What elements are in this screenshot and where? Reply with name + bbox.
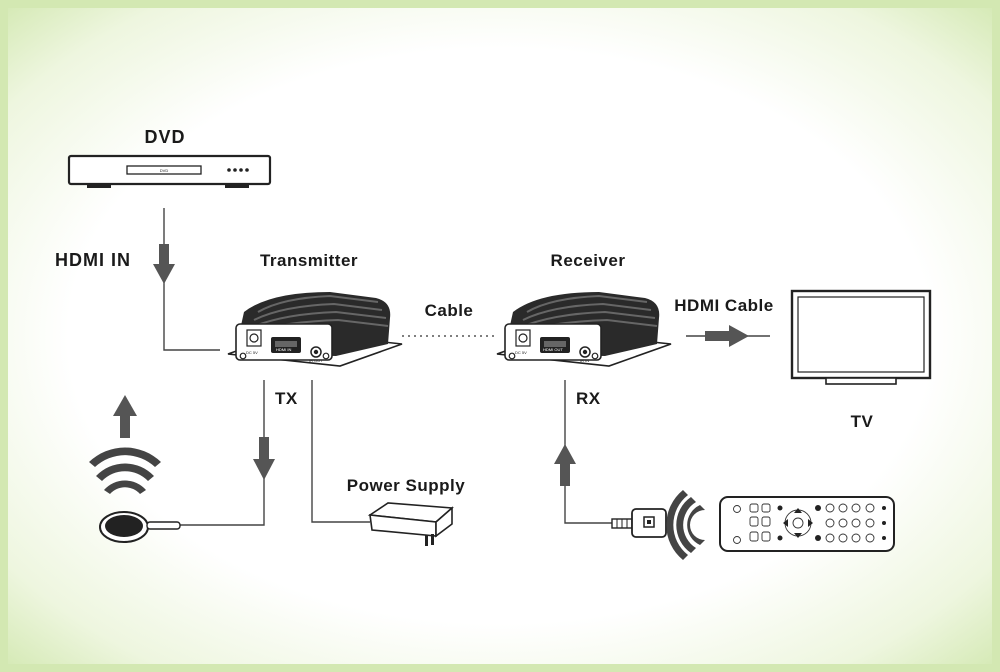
hdmi-in-arrow bbox=[153, 244, 175, 284]
connection-lines bbox=[163, 208, 770, 526]
rx-label: RX bbox=[576, 389, 601, 408]
tx-label: TX bbox=[275, 389, 298, 408]
tx-dc-text: DC 5V bbox=[246, 350, 258, 355]
tv-label: TV bbox=[851, 412, 874, 431]
wifi-signal-icon bbox=[89, 447, 161, 494]
ir-up-arrow bbox=[113, 395, 137, 438]
receiver-label: Receiver bbox=[551, 251, 626, 270]
tx-ir-text: IR OUT bbox=[309, 358, 323, 363]
receiver-device: DC 5V HDMI OUT IR IN bbox=[496, 292, 672, 367]
remote-control bbox=[719, 496, 895, 552]
power-supply-label: Power Supply bbox=[347, 476, 465, 495]
dvd-player: DVD bbox=[67, 154, 272, 188]
power-adapter bbox=[367, 502, 454, 546]
hdmi-cable-label: HDMI Cable bbox=[674, 296, 773, 315]
tx-down-arrow bbox=[253, 437, 275, 480]
rx-up-arrow bbox=[554, 444, 576, 486]
tv-screen bbox=[790, 289, 932, 385]
rx-hdmi-text: HDMI OUT bbox=[543, 347, 563, 352]
dvd-label: DVD bbox=[144, 127, 185, 147]
ir-receiver bbox=[611, 508, 667, 538]
cable-label: Cable bbox=[425, 301, 474, 320]
dvd-slot-text: DVD bbox=[160, 168, 169, 173]
hdmi-in-label: HDMI IN bbox=[55, 250, 131, 270]
ir-emitter bbox=[99, 511, 181, 543]
transmitter-label: Transmitter bbox=[260, 251, 358, 270]
tx-hdmi-text: HDMI IN bbox=[276, 347, 291, 352]
rx-ir-text: IR IN bbox=[580, 358, 589, 363]
transmitter-device: DC 5V HDMI IN IR OUT bbox=[227, 292, 403, 367]
remote-signal-icon bbox=[666, 490, 705, 560]
hdmi-right-arrow bbox=[705, 325, 749, 347]
rx-dc-text: DC 5V bbox=[515, 350, 527, 355]
